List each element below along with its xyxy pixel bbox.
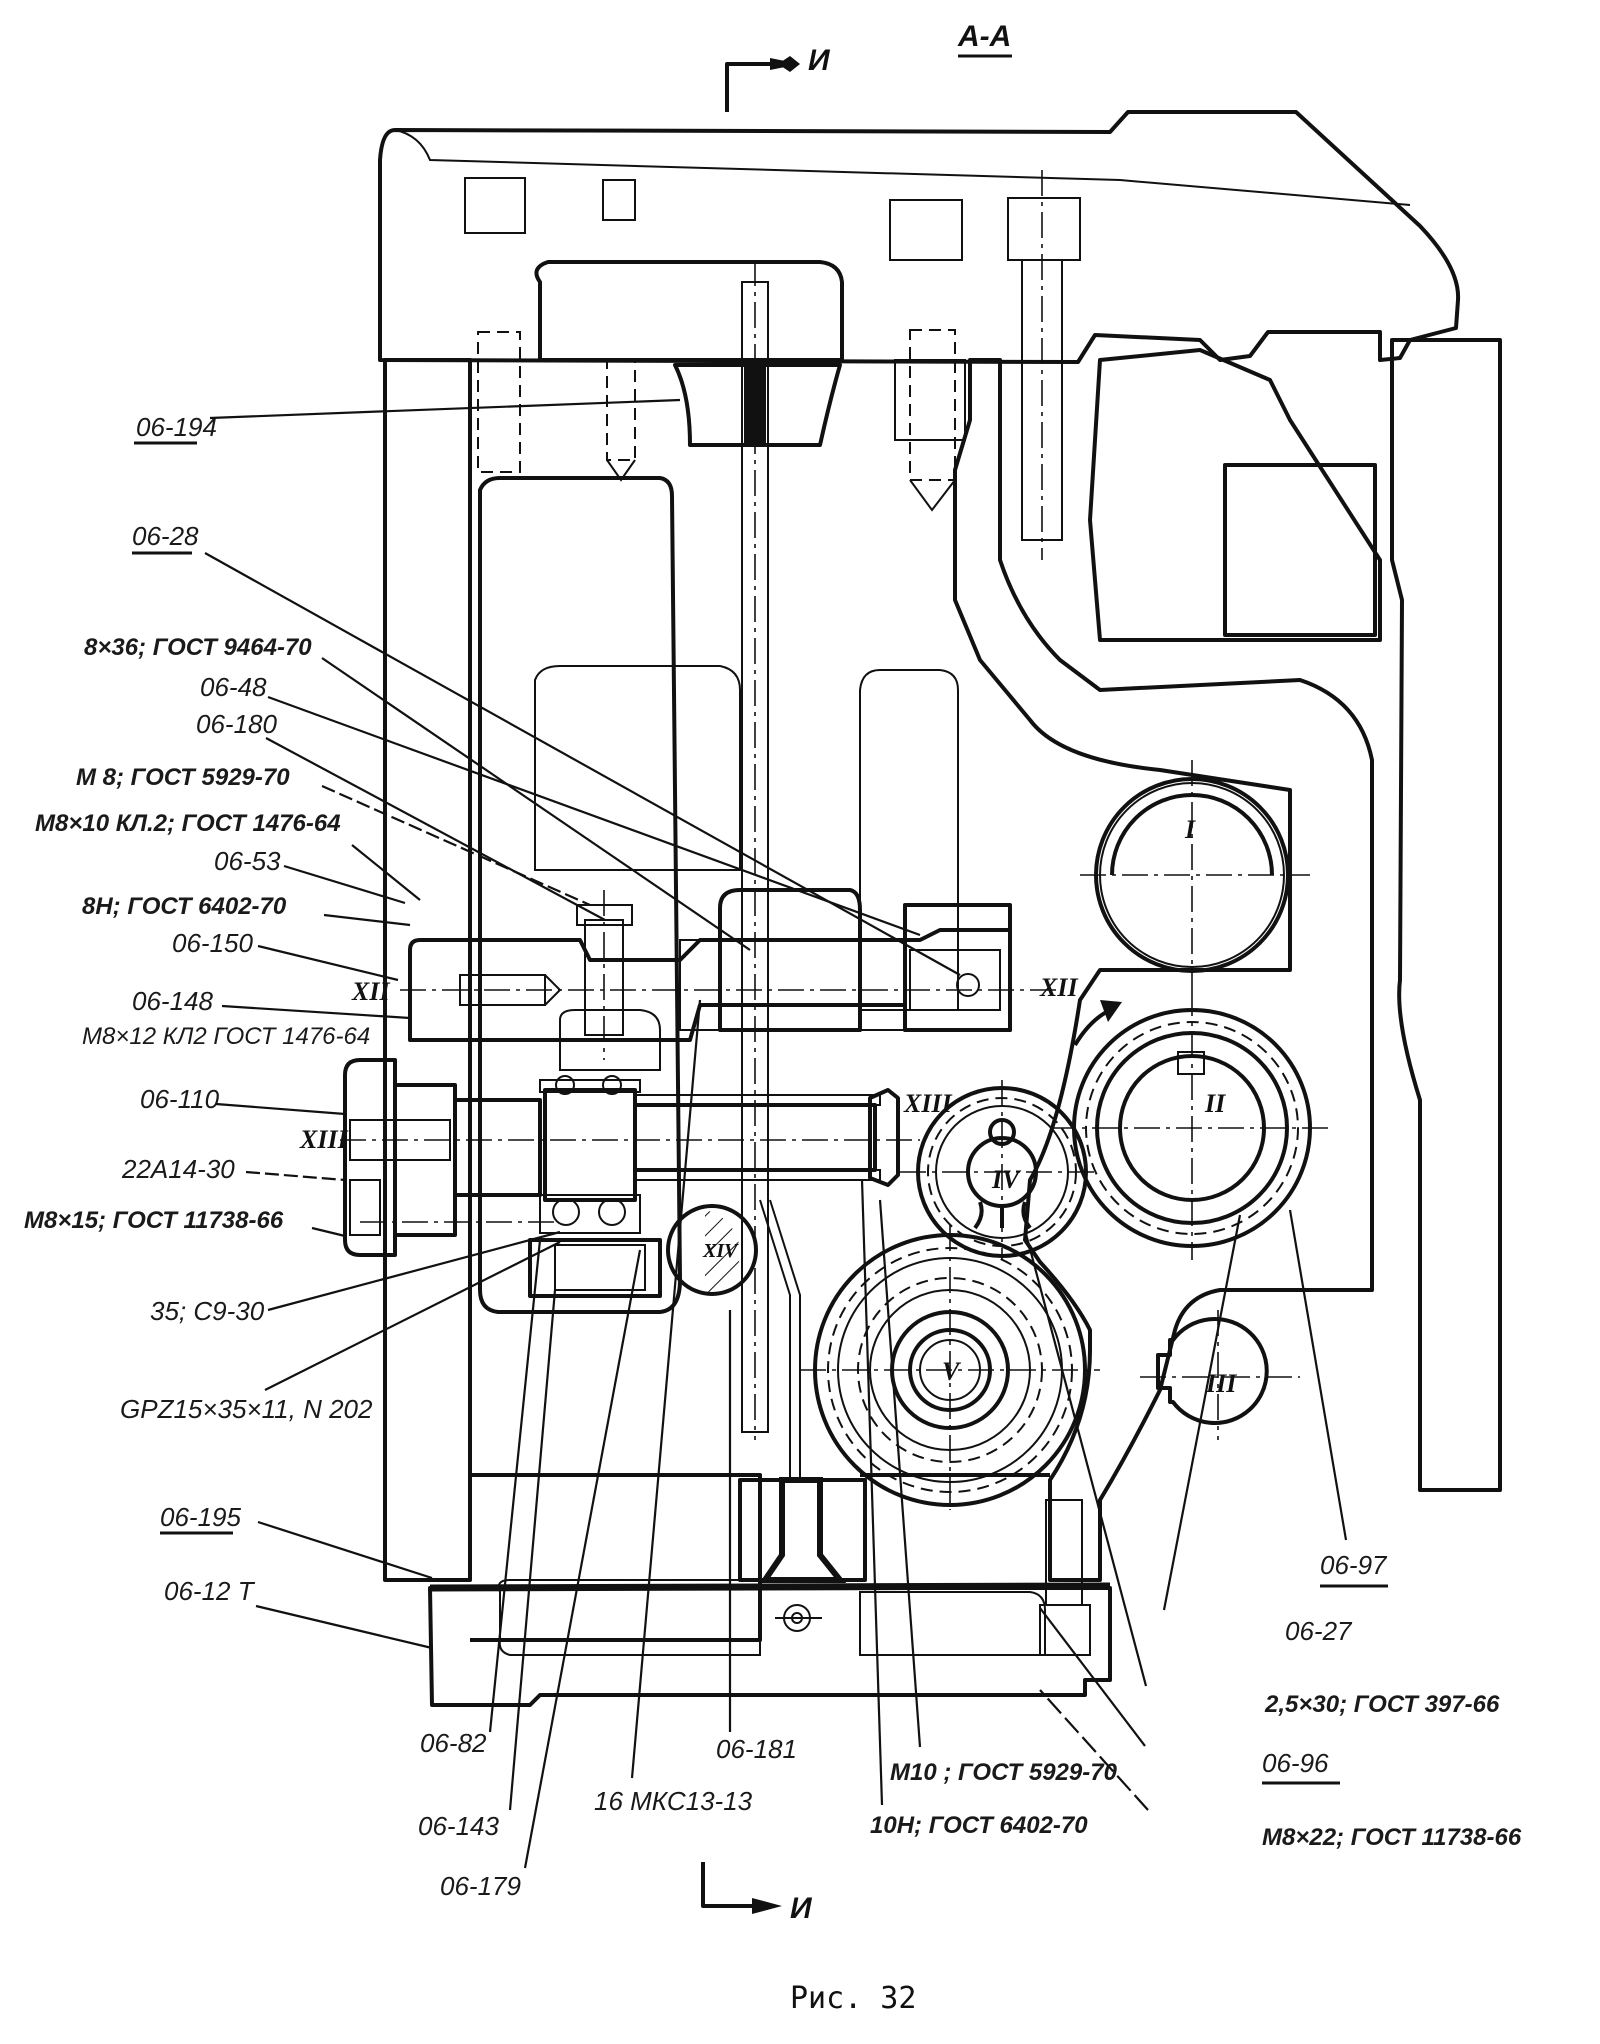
shaft-label-xiv: XIV <box>702 1240 739 1262</box>
svg-text:06-150: 06-150 <box>172 928 253 958</box>
cut-marker-label-bottom: И <box>790 1892 813 1925</box>
callout-06-194: 06-194 <box>134 398 681 445</box>
shaft-label-ii: II <box>1204 1089 1226 1118</box>
callout-nut-m10: М10 ; ГОСТ 5929-70 <box>878 1199 1118 1786</box>
svg-text:М8×22; ГОСТ 11738-66: М8×22; ГОСТ 11738-66 <box>1262 1824 1522 1851</box>
svg-text:М8×15; ГОСТ 11738-66: М8×15; ГОСТ 11738-66 <box>24 1207 284 1234</box>
callout-06-181: 06-181 <box>716 1310 797 1764</box>
callout-06-195: 06-195 <box>160 1502 433 1580</box>
rotation-arrow-icon <box>1100 1000 1122 1022</box>
callout-06-27: 06-27 <box>1162 1214 1353 1646</box>
callout-pin-8x36: 8×36; ГОСТ 9464-70 <box>84 634 751 951</box>
callouts-bottom: 06-82 06-143 06-179 16 МКС13-13 06-181 М… <box>418 999 1118 1901</box>
callout-06-82: 06-82 <box>420 1239 542 1758</box>
top-bolts <box>477 170 1063 560</box>
callout-screw-m8x22: М8×22; ГОСТ 11738-66 <box>1039 1689 1522 1851</box>
svg-text:8×36; ГОСТ 9464-70: 8×36; ГОСТ 9464-70 <box>84 634 312 661</box>
callout-screw-m8x12: М8×12 КЛ2 ГОСТ 1476-64 <box>82 1023 370 1050</box>
svg-text:GPZ15×35×11, N 202: GPZ15×35×11, N 202 <box>120 1394 373 1424</box>
callout-06-179: 06-179 <box>440 1249 642 1901</box>
svg-text:06-97: 06-97 <box>1320 1550 1388 1580</box>
svg-text:М8×10 КЛ.2; ГОСТ 1476-64: М8×10 КЛ.2; ГОСТ 1476-64 <box>35 810 341 837</box>
section-title: А-А <box>957 20 1012 58</box>
callout-35-c9-30: 35; С9-30 <box>150 1230 561 1326</box>
svg-text:10Н; ГОСТ 6402-70: 10Н; ГОСТ 6402-70 <box>870 1812 1088 1839</box>
callout-06-180: 06-180 <box>196 709 606 921</box>
shaft-xiii-assembly <box>340 1058 920 1298</box>
shaft-label-xii-left: XII <box>351 977 390 1006</box>
callout-nut-m8: М 8; ГОСТ 5929-70 <box>76 764 591 907</box>
figure-caption: Рис. 32 <box>790 1981 916 2016</box>
shaft-label-i: I <box>1184 815 1196 844</box>
section-cut-marker-bottom: И <box>701 1862 813 1925</box>
callout-screw-m8x10: М8×10 КЛ.2; ГОСТ 1476-64 <box>35 810 421 901</box>
shaft-label-iv: IV <box>991 1165 1022 1194</box>
svg-text:06-82: 06-82 <box>420 1728 487 1758</box>
section-cut-marker-top: И <box>725 44 831 112</box>
svg-text:22А14-30: 22А14-30 <box>121 1154 235 1184</box>
svg-text:8Н; ГОСТ 6402-70: 8Н; ГОСТ 6402-70 <box>82 893 287 920</box>
callout-06-97: 06-97 <box>1288 1209 1388 1588</box>
svg-text:М 8; ГОСТ 5929-70: М 8; ГОСТ 5929-70 <box>76 764 290 791</box>
callout-screw-m8x15: М8×15; ГОСТ 11738-66 <box>24 1207 346 1238</box>
svg-text:2,5×30; ГОСТ 397-66: 2,5×30; ГОСТ 397-66 <box>1264 1691 1500 1718</box>
callout-06-48: 06-48 <box>200 672 921 937</box>
cut-marker-label-top: И <box>808 44 831 77</box>
svg-text:М10 ; ГОСТ 5929-70: М10 ; ГОСТ 5929-70 <box>890 1759 1118 1786</box>
svg-text:06-48: 06-48 <box>200 672 267 702</box>
shaft-xiv <box>666 1204 758 1296</box>
callout-washer-10h: 10Н; ГОСТ 6402-70 <box>860 1179 1088 1839</box>
callout-bearing-gpz: GPZ15×35×11, N 202 <box>120 1241 561 1424</box>
callout-06-143: 06-143 <box>418 1289 557 1841</box>
svg-text:06-27: 06-27 <box>1285 1616 1353 1646</box>
callout-06-148: 06-148 <box>132 986 411 1020</box>
callout-22a14-30: 22А14-30 <box>121 1154 346 1184</box>
svg-text:06-180: 06-180 <box>196 709 277 739</box>
callouts-right: 06-97 06-27 2,5×30; ГОСТ 397-66 06-96 М8… <box>1023 1209 1522 1851</box>
svg-text:35; С9-30: 35; С9-30 <box>150 1296 265 1326</box>
shaft-label-xiii-left: XIII <box>299 1125 349 1154</box>
housing-body <box>383 338 1502 1642</box>
shaft-i <box>1080 760 1310 990</box>
lever-assembly <box>400 888 1060 1071</box>
callout-06-150: 06-150 <box>172 928 399 982</box>
svg-text:06-53: 06-53 <box>214 846 281 876</box>
svg-text:М8×12 КЛ2 ГОСТ 1476-64: М8×12 КЛ2 ГОСТ 1476-64 <box>82 1023 370 1050</box>
svg-text:06-179: 06-179 <box>440 1871 521 1901</box>
svg-text:06-195: 06-195 <box>160 1502 241 1532</box>
svg-text:06-194: 06-194 <box>136 412 217 442</box>
section-title-text: А-А <box>957 20 1011 53</box>
gear-ii <box>1050 990 1330 1260</box>
base-plate <box>428 1477 1112 1707</box>
svg-text:06-28: 06-28 <box>132 521 199 551</box>
callouts-left: 06-194 06-28 8×36; ГОСТ 9464-70 06-48 06… <box>24 398 961 1650</box>
shaft-label-xii-right: XII <box>1039 973 1078 1002</box>
shaft-label-v: V <box>942 1357 962 1386</box>
callout-06-127: 06-12 Т <box>164 1576 433 1650</box>
svg-text:16 МКС13-13: 16 МКС13-13 <box>594 1786 753 1816</box>
cover-plate <box>378 110 1461 364</box>
callout-16mkc13-13: 16 МКС13-13 <box>594 999 753 1816</box>
callout-pin-2.5x30: 2,5×30; ГОСТ 397-66 <box>1023 1229 1500 1718</box>
callout-06-96: 06-96 <box>1039 1607 1340 1785</box>
svg-text:06-148: 06-148 <box>132 986 213 1016</box>
callout-06-110: 06-110 <box>140 1084 346 1116</box>
arrow-right-icon <box>752 1898 782 1914</box>
svg-text:06-181: 06-181 <box>716 1734 797 1764</box>
svg-text:06-110: 06-110 <box>140 1084 220 1114</box>
shaft-label-xiii-right: XIII <box>903 1089 953 1118</box>
svg-text:06-96: 06-96 <box>1262 1748 1329 1778</box>
callout-washer-8h: 8Н; ГОСТ 6402-70 <box>82 893 411 927</box>
gear-iv <box>900 1080 1100 1260</box>
svg-text:06-12 Т: 06-12 Т <box>164 1576 256 1606</box>
callout-06-53: 06-53 <box>214 846 406 905</box>
svg-text:06-143: 06-143 <box>418 1811 499 1841</box>
